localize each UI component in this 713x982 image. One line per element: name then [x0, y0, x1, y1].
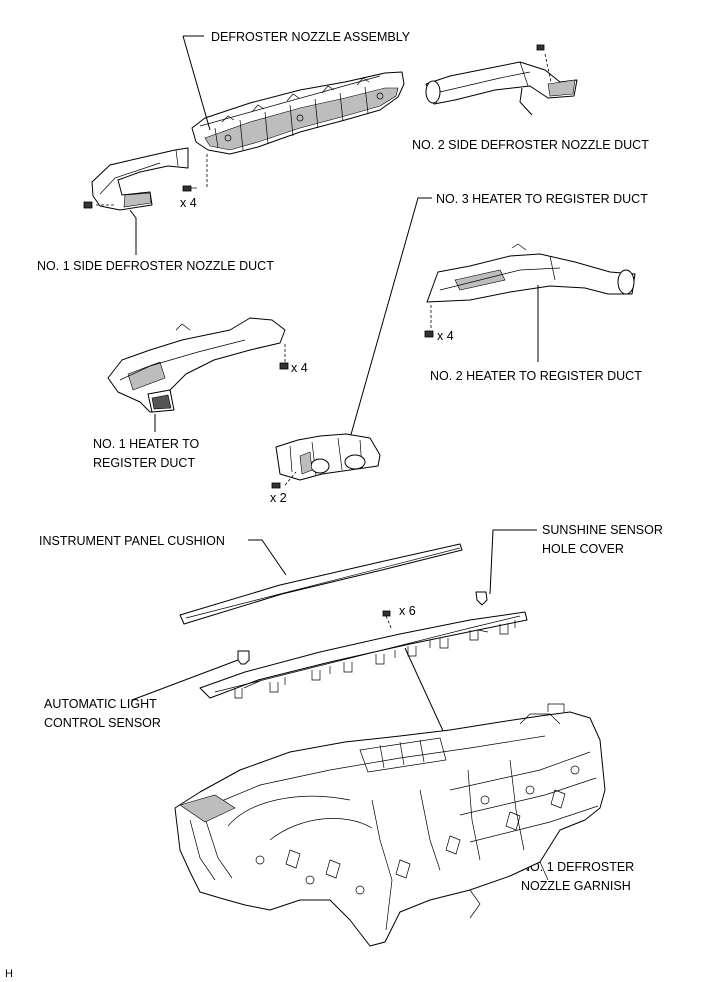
no1-defroster-nozzle-garnish-part — [199, 611, 528, 699]
no1-heater-duct-label-line2: REGISTER DUCT — [93, 456, 195, 470]
no2-side-defroster-duct-label: NO. 2 SIDE DEFROSTER NOZZLE DUCT — [412, 138, 649, 152]
no2-heater-duct-screw-icon — [424, 305, 434, 338]
no1-heater-duct-part — [107, 317, 286, 413]
sunshine-sensor-hole-cover-part — [475, 591, 488, 606]
no1-defroster-garnish-label-line2: NOZZLE GARNISH — [521, 879, 631, 893]
no1-heater-duct-screw-icon — [279, 344, 289, 370]
no1-heater-duct-screw-qty: x 4 — [291, 361, 308, 375]
figure-code-label: H — [5, 968, 13, 980]
sunshine-sensor-label-line2: HOLE COVER — [542, 542, 624, 556]
no2-heater-duct-label: NO. 2 HEATER TO REGISTER DUCT — [430, 369, 642, 383]
no1-side-duct-screw-icon — [83, 201, 115, 209]
instrument-panel-cushion-label: INSTRUMENT PANEL CUSHION — [39, 534, 225, 548]
no1-side-defroster-duct-part — [91, 147, 189, 211]
no2-side-defroster-duct-part — [425, 61, 578, 105]
no3-heater-duct-screw-qty: x 2 — [270, 491, 287, 505]
no2-heater-duct-part — [426, 243, 636, 303]
no3-heater-duct-screw-icon — [271, 471, 297, 489]
defroster-nozzle-assembly-part — [191, 71, 405, 155]
no3-heater-duct-part — [275, 433, 381, 481]
sunshine-sensor-label-line1: SUNSHINE SENSOR — [542, 523, 663, 537]
no2-side-duct-screw-icon — [536, 44, 552, 83]
automatic-light-sensor-label-line2: CONTROL SENSOR — [44, 716, 161, 730]
defroster-screw-icon — [182, 154, 208, 192]
no2-heater-duct-screw-qty: x 4 — [437, 329, 454, 343]
instrument-panel-reinforcement-part — [174, 703, 606, 947]
no1-defroster-garnish-label-line1: NO. 1 DEFROSTER — [521, 860, 634, 874]
garnish-screw-qty: x 6 — [399, 604, 416, 618]
defroster-screw-qty: x 4 — [180, 196, 197, 210]
automatic-light-sensor-part — [237, 650, 250, 665]
no1-side-defroster-duct-label: NO. 1 SIDE DEFROSTER NOZZLE DUCT — [37, 259, 274, 273]
automatic-light-sensor-label-line1: AUTOMATIC LIGHT — [44, 697, 157, 711]
no1-heater-duct-label-line1: NO. 1 HEATER TO — [93, 437, 200, 451]
instrument-panel-cushion-part — [179, 543, 463, 625]
defroster-nozzle-assembly-label: DEFROSTER NOZZLE ASSEMBLY — [211, 30, 411, 44]
no3-heater-duct-label: NO. 3 HEATER TO REGISTER DUCT — [436, 192, 648, 206]
garnish-screw-icon — [382, 610, 393, 631]
